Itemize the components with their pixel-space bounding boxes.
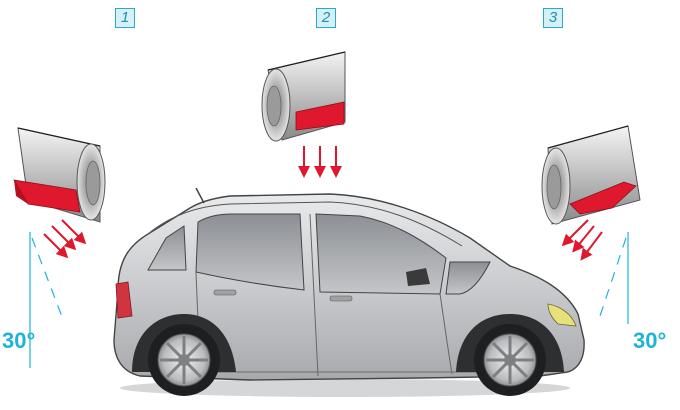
angle-label-left: 30° bbox=[2, 328, 35, 354]
angle-guide-right bbox=[598, 232, 628, 324]
dryer-nozzle-icon-1 bbox=[14, 128, 105, 222]
position-label-1: 1 bbox=[115, 8, 135, 28]
down-arrow-icon-group-3 bbox=[566, 220, 602, 256]
rear-wheel bbox=[148, 324, 220, 396]
angle-label-right: 30° bbox=[633, 328, 666, 354]
front-wheel bbox=[474, 324, 546, 396]
down-arrow-icon-group-2 bbox=[304, 146, 336, 172]
dryer-nozzle-icon-2 bbox=[262, 52, 345, 141]
position-label-3: 3 bbox=[543, 8, 563, 28]
dryer-nozzle-icon-3 bbox=[542, 126, 640, 224]
position-label-2: 2 bbox=[316, 8, 336, 28]
down-arrow-icon-group-1 bbox=[44, 220, 82, 254]
car-illustration bbox=[114, 188, 584, 397]
